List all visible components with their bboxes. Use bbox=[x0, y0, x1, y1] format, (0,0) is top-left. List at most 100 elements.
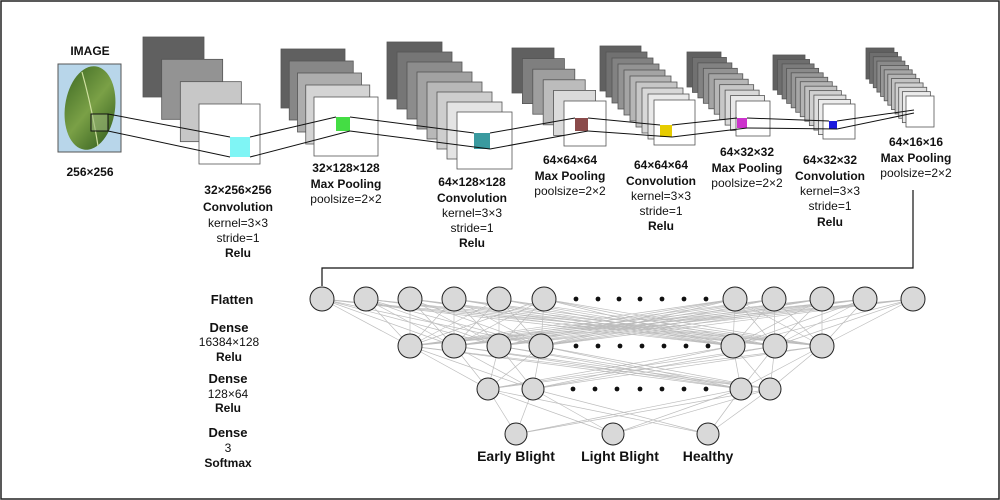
layer-name: Max Pooling bbox=[535, 169, 606, 183]
layer-detail: poolsize=2×2 bbox=[880, 166, 952, 180]
neuron-node bbox=[309, 286, 335, 312]
feature-map-stack-conv1 bbox=[142, 36, 261, 165]
connector-line bbox=[587, 130, 673, 138]
dense-edge bbox=[515, 388, 742, 435]
layer-label-pool2: 64×64×64 Max Pooling poolsize=2×2 bbox=[534, 153, 606, 198]
output-label-light-blight: Light Blight bbox=[581, 448, 659, 464]
dense-edge bbox=[409, 298, 500, 347]
layer-label-conv2: 64×128×128 Convolution kernel=3×3 stride… bbox=[437, 175, 507, 250]
ellipsis-dot bbox=[683, 343, 689, 349]
connector-line bbox=[107, 113, 231, 138]
layer-activation: Relu bbox=[225, 246, 251, 260]
feature-map-stack-conv2 bbox=[386, 41, 513, 170]
layer-shape: 64×32×32 bbox=[720, 145, 774, 159]
layer-shape: 64×64×64 bbox=[543, 153, 597, 167]
layer-detail: poolsize=2×2 bbox=[711, 176, 783, 190]
ellipsis-dot bbox=[573, 343, 579, 349]
connector-line bbox=[107, 130, 231, 158]
ellipsis-dot bbox=[703, 386, 709, 392]
dense-row-1 bbox=[397, 333, 835, 359]
dense-edge bbox=[409, 345, 742, 390]
layer-name: Convolution bbox=[437, 191, 507, 205]
dense-edge bbox=[409, 345, 771, 390]
layer-detail: poolsize=2×2 bbox=[534, 184, 606, 198]
layer-label-pool4: 64×16×16 Max Pooling poolsize=2×2 bbox=[880, 135, 952, 180]
dense-edge bbox=[732, 298, 823, 347]
layer-detail: stride=1 bbox=[216, 231, 259, 245]
dense-edge bbox=[321, 298, 734, 347]
dense-edge bbox=[532, 388, 614, 435]
feature-map bbox=[653, 99, 696, 146]
neuron-node bbox=[900, 286, 926, 312]
kernel-patch bbox=[660, 125, 672, 137]
feature-map-stack-pool1 bbox=[280, 48, 379, 157]
dense-row-3 bbox=[504, 422, 720, 446]
layer-detail: stride=1 bbox=[808, 199, 851, 213]
connector-line bbox=[671, 127, 748, 138]
layer-activation: Relu bbox=[459, 236, 485, 250]
layer-detail: stride=1 bbox=[450, 221, 493, 235]
dense-edge bbox=[487, 388, 614, 435]
kernel-patch bbox=[230, 137, 250, 157]
connector-line bbox=[249, 130, 351, 158]
ellipsis-dot bbox=[617, 343, 623, 349]
dense-size: 3 bbox=[225, 441, 232, 455]
layer-label-conv1: 32×256×256 Convolution kernel=3×3 stride… bbox=[203, 183, 273, 260]
input-title: IMAGE bbox=[70, 44, 109, 58]
neuron-node bbox=[761, 286, 787, 312]
output-label-healthy: Healthy bbox=[683, 448, 734, 464]
output-labels: Early Blight Light Blight Healthy bbox=[477, 448, 733, 464]
neuron-node bbox=[476, 377, 500, 401]
dense-name: Flatten bbox=[211, 292, 254, 307]
layer-label-conv3: 64×64×64 Convolution kernel=3×3 stride=1… bbox=[626, 158, 696, 233]
kernel-patch bbox=[575, 118, 588, 131]
ellipsis-dot bbox=[570, 386, 576, 392]
neuron-node bbox=[486, 333, 512, 359]
layer-activation: Relu bbox=[648, 219, 674, 233]
neuron-node bbox=[528, 333, 554, 359]
layer-name: Max Pooling bbox=[881, 151, 952, 165]
dense-edge bbox=[409, 298, 545, 347]
neuron-node bbox=[397, 286, 423, 312]
ellipsis-dot bbox=[703, 296, 709, 302]
layer-name: Max Pooling bbox=[712, 161, 783, 175]
dense-name: Dense bbox=[208, 425, 247, 440]
ellipsis-dot bbox=[637, 296, 643, 302]
connector-line bbox=[349, 116, 475, 134]
kernel-patch bbox=[829, 121, 837, 129]
dense-edge bbox=[774, 298, 914, 347]
ellipsis-dot bbox=[595, 296, 601, 302]
connector-line bbox=[671, 117, 738, 126]
kernel-patch bbox=[474, 133, 490, 149]
leaf-vein bbox=[81, 71, 99, 147]
layer-detail: poolsize=2×2 bbox=[310, 192, 382, 206]
ellipsis-dot bbox=[614, 386, 620, 392]
kernel-patch bbox=[336, 117, 350, 131]
neuron-node bbox=[441, 286, 467, 312]
layer-detail: kernel=3×3 bbox=[631, 189, 691, 203]
feature-map-stack-conv4 bbox=[772, 54, 856, 140]
layer-detail: kernel=3×3 bbox=[800, 184, 860, 198]
dense-edge bbox=[365, 298, 542, 347]
layer-shape: 64×32×32 bbox=[803, 153, 857, 167]
dense-labels: Flatten Dense 16384×128 Relu Dense 128×6… bbox=[199, 292, 260, 470]
dense-edge bbox=[409, 298, 542, 347]
ellipsis-dot bbox=[573, 296, 579, 302]
neuron-node bbox=[696, 422, 720, 446]
layer-name: Convolution bbox=[626, 174, 696, 188]
dense-edge bbox=[734, 298, 823, 347]
layer-label-conv4: 64×32×32 Convolution kernel=3×3 stride=1… bbox=[795, 153, 865, 229]
neuron-node bbox=[601, 422, 625, 446]
layer-shape: 32×256×256 bbox=[204, 183, 272, 197]
dense-edge bbox=[409, 298, 823, 347]
layer-labels: 32×256×256 Convolution kernel=3×3 stride… bbox=[203, 135, 952, 260]
feature-map-stack-conv3 bbox=[599, 45, 696, 146]
neuron-node bbox=[531, 286, 557, 312]
ellipsis-dot bbox=[595, 343, 601, 349]
connector-line bbox=[746, 127, 838, 130]
dense-edge bbox=[409, 298, 866, 347]
layer-name: Convolution bbox=[203, 200, 273, 214]
dense-nodes bbox=[309, 286, 926, 446]
layer-label-pool3: 64×32×32 Max Pooling poolsize=2×2 bbox=[711, 145, 783, 190]
dense-edge bbox=[409, 345, 534, 390]
